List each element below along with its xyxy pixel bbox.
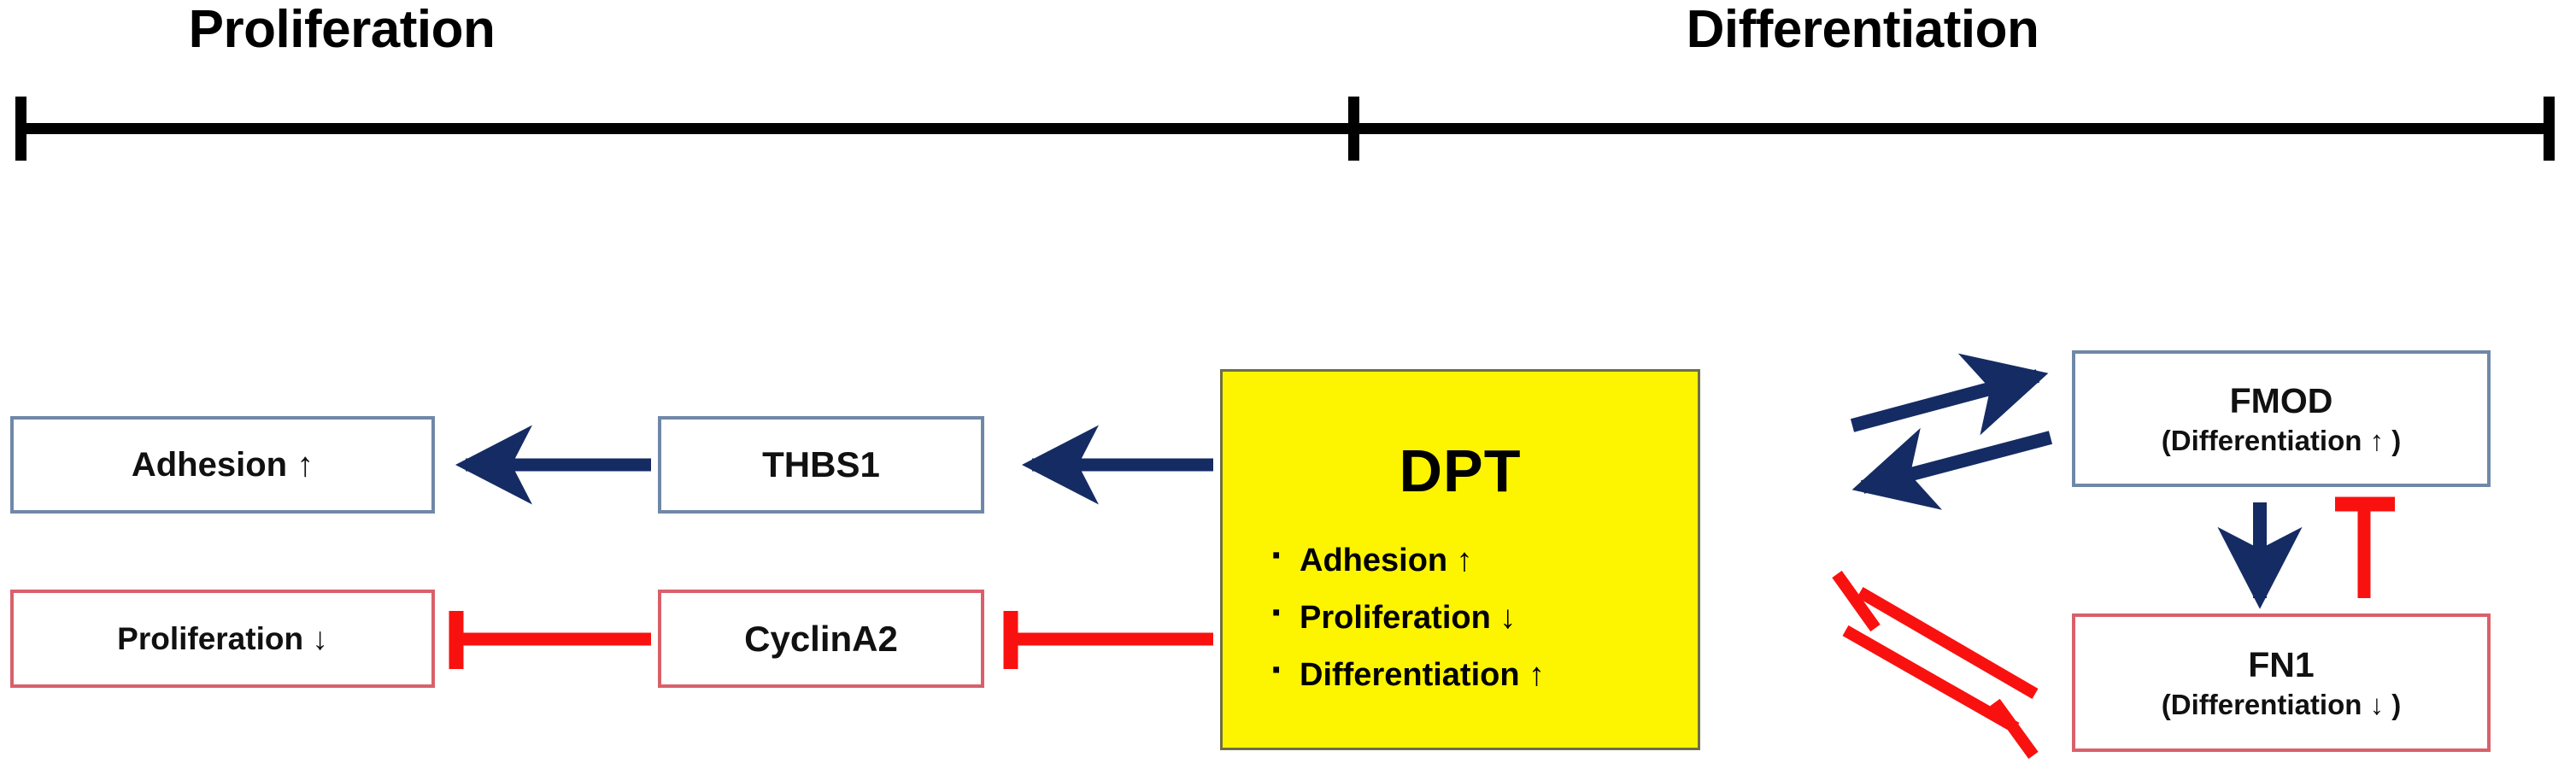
edge-fmod-to-dpt-icon: [1851, 427, 2053, 510]
dpt-effect-list: Adhesion ↑ Proliferation ↓ Differentiati…: [1223, 536, 1545, 714]
axis-tick-start: [15, 97, 26, 161]
node-adhesion: Adhesion ↑: [10, 416, 435, 514]
node-fn1-sublabel: (Differentiation ↓ ): [2161, 688, 2402, 720]
dpt-effect-item: Differentiation ↑: [1270, 650, 1545, 694]
edge-cyclina2-inhibits-proliferation-icon: [449, 611, 651, 669]
node-fn1: FN1 (Differentiation ↓ ): [2072, 613, 2491, 752]
phase-label-proliferation: Proliferation: [188, 0, 496, 59]
dpt-effect-item: Proliferation ↓: [1270, 593, 1545, 637]
edge-dpt-inhibits-cyclina2-icon: [1003, 611, 1213, 669]
edge-fn1-inhibits-dpt-icon: [1832, 570, 2039, 700]
phase-label-differentiation: Differentiation: [1686, 0, 2039, 59]
node-dpt-highlight: DPT Adhesion ↑ Proliferation ↓ Different…: [1220, 369, 1700, 750]
node-fn1-label: FN1: [2248, 644, 2315, 684]
node-thbs1-label: THBS1: [762, 444, 880, 484]
node-fmod: FMOD (Differentiation ↑ ): [2072, 350, 2491, 487]
node-cyclina2: CyclinA2: [658, 590, 984, 688]
dpt-effect-item: Adhesion ↑: [1270, 536, 1545, 579]
node-proliferation-label: Proliferation ↓: [117, 620, 328, 656]
node-dpt-title: DPT: [1399, 437, 1522, 504]
node-adhesion-label: Adhesion ↑: [131, 445, 314, 484]
node-fmod-sublabel: (Differentiation ↑ ): [2161, 424, 2402, 456]
node-thbs1: THBS1: [658, 416, 984, 514]
timeline-axis-line: [15, 123, 2555, 134]
node-proliferation: Proliferation ↓: [10, 590, 435, 688]
node-cyclina2-label: CyclinA2: [744, 618, 898, 659]
axis-tick-end: [2544, 97, 2555, 161]
node-fmod-label: FMOD: [2229, 380, 2333, 420]
axis-tick-middle: [1348, 97, 1359, 161]
edge-dpt-inhibits-fn1-icon: [1842, 625, 2039, 760]
edge-fn1-inhibits-fmod-icon: [2335, 496, 2395, 598]
edge-dpt-to-fmod-icon: [1850, 353, 2049, 436]
